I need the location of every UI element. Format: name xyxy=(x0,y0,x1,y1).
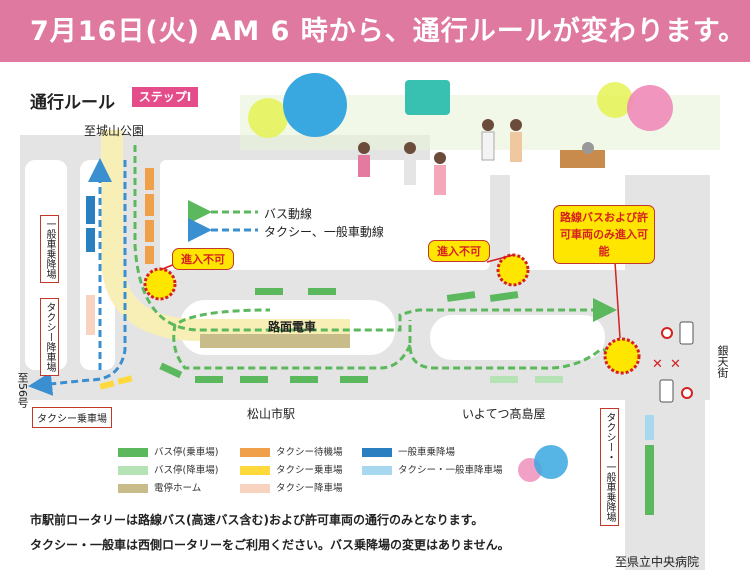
swatch-icon xyxy=(362,448,392,457)
header-title: 7月16日(火) AM 6 時から、通行ルールが変わります。 xyxy=(30,16,747,47)
restriction-marks: ✕ ✕ xyxy=(652,321,694,403)
tram-platform xyxy=(200,334,350,348)
label-taxi-drop: タクシー降車場 xyxy=(40,298,59,376)
swatch-icon xyxy=(240,484,270,493)
no-entry-burst xyxy=(143,253,641,375)
taxi-general-zone xyxy=(645,415,654,440)
swatch-icon xyxy=(240,448,270,457)
taxi-board-zone xyxy=(99,375,133,390)
bus-stop-zone xyxy=(159,288,654,515)
swatch-icon xyxy=(118,466,148,475)
swatch-icon xyxy=(118,484,148,493)
label-park: 至城山公園 xyxy=(84,124,145,138)
svg-text:✕: ✕ xyxy=(670,357,681,372)
warning-bus-only: 路線バスおよび許可車両のみ進入可能 xyxy=(553,205,655,264)
legend-taxi-wait: タクシー待機場 xyxy=(240,444,343,458)
section-title: 通行ルール xyxy=(30,93,115,113)
warning-no-entry-north: 進入不可 xyxy=(428,240,490,262)
decor-illustration xyxy=(240,73,720,482)
note-line-2: タクシー・一般車は西側ロータリーをご利用ください。バス乗降場の変更はありません。 xyxy=(30,538,510,552)
bus-route-main xyxy=(133,145,617,332)
svg-text:✕: ✕ xyxy=(652,357,663,372)
legend-bus-board: バス停(乗車場) xyxy=(118,444,218,458)
legend-taxi-route: タクシー、一般車動線 xyxy=(264,225,384,239)
legend-bus-drop: バス停(降車場) xyxy=(118,462,218,476)
step-badge: ステップⅠ xyxy=(132,87,198,107)
label-station: 松山市駅 xyxy=(247,407,296,421)
note-line-1: 市駅前ロータリーは路線バス(高速バス含む)および許可車両の通行のみとなります。 xyxy=(30,513,484,527)
legend-taxi-drop: タクシー降車場 xyxy=(240,480,343,494)
label-general-stop: 一般車乗降場 xyxy=(40,215,59,283)
label-hospital: 至県立中央病院 xyxy=(615,555,700,569)
label-ginten: 銀天街 xyxy=(716,345,729,378)
label-tram: 路面電車 xyxy=(268,320,317,334)
warning-no-entry-west: 進入不可 xyxy=(172,248,234,270)
legend-bus-route: バス動線 xyxy=(264,207,313,221)
bus-drop-zone xyxy=(490,376,563,383)
label-route56: 至56号 xyxy=(16,372,29,408)
taxi-wait-zone xyxy=(145,168,154,264)
bus-route-loop xyxy=(172,308,610,370)
label-taxi-general: タクシー・一般車乗降場 xyxy=(600,408,619,526)
swatch-icon xyxy=(362,466,392,475)
legend-taxi-general: タクシー・一般車降車場 xyxy=(362,462,503,476)
header-banner: 7月16日(火) AM 6 時から、通行ルールが変わります。 xyxy=(0,0,750,62)
taxi-route-out xyxy=(28,160,127,396)
label-takashimaya: いよてつ髙島屋 xyxy=(462,407,546,421)
general-stop-zone xyxy=(86,196,95,252)
taxi-drop-zone xyxy=(86,295,95,335)
legend-tram-platform: 電停ホーム xyxy=(118,480,201,494)
legend-taxi-board: タクシー乗車場 xyxy=(240,462,343,476)
label-taxi-board: タクシー乗車場 xyxy=(32,407,112,428)
legend-general-stop: 一般車乗降場 xyxy=(362,444,455,458)
swatch-icon xyxy=(240,466,270,475)
swatch-icon xyxy=(118,448,148,457)
